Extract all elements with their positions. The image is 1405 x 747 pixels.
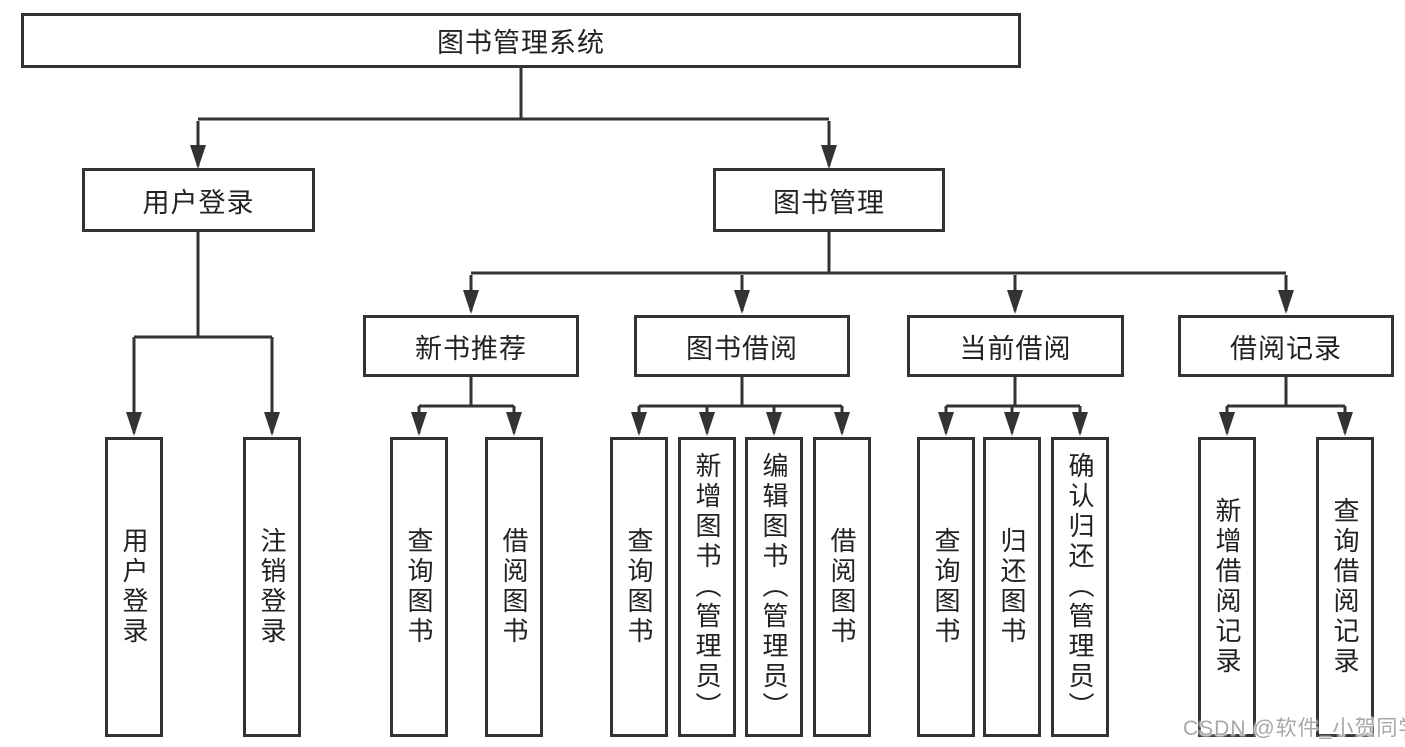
leaf-label: 归还图书 — [997, 527, 1027, 647]
leaf-add-books-admin: 新增图书（管理员） — [678, 437, 736, 737]
watermark: CSDN @软件_小贺同学 — [1183, 717, 1405, 740]
leaf-label: 查询借阅记录 — [1330, 497, 1360, 677]
leaf-query-borrow-record: 查询借阅记录 — [1316, 437, 1374, 737]
leaf-label: 注销登录 — [257, 527, 287, 647]
leaf-user-login: 用户登录 — [105, 437, 163, 737]
leaf-borrow-books-recommend: 借阅图书 — [485, 437, 543, 737]
node-label: 图书管理系统 — [437, 28, 605, 58]
node-label: 图书管理 — [773, 187, 885, 218]
leaf-label: 编辑图书（管理员） — [759, 452, 789, 722]
leaf-label: 用户登录 — [119, 527, 149, 647]
leaf-label: 查询图书 — [404, 527, 434, 647]
node-borrow-records: 借阅记录 — [1178, 315, 1394, 377]
leaf-query-books-current: 查询图书 — [917, 437, 975, 737]
node-label: 借阅记录 — [1230, 333, 1342, 364]
leaf-confirm-return-admin: 确认归还（管理员） — [1051, 437, 1109, 737]
leaf-label: 新增借阅记录 — [1212, 497, 1242, 677]
node-new-book-recommend: 新书推荐 — [363, 315, 579, 377]
node-book-management: 图书管理 — [713, 168, 945, 232]
leaf-borrow-books: 借阅图书 — [813, 437, 871, 737]
node-label: 新书推荐 — [415, 333, 527, 364]
leaf-query-books-recommend: 查询图书 — [390, 437, 448, 737]
leaf-label: 查询图书 — [931, 527, 961, 647]
leaf-add-borrow-record: 新增借阅记录 — [1198, 437, 1256, 737]
node-book-borrow: 图书借阅 — [634, 315, 850, 377]
leaf-label: 确认归还（管理员） — [1065, 452, 1095, 722]
node-label: 用户登录 — [142, 187, 255, 218]
leaf-edit-books-admin: 编辑图书（管理员） — [745, 437, 803, 737]
leaf-label: 新增图书（管理员） — [692, 452, 722, 722]
node-label: 当前借阅 — [959, 333, 1072, 364]
node-current-borrow: 当前借阅 — [907, 315, 1124, 377]
node-label: 图书借阅 — [686, 333, 798, 364]
leaf-query-books-borrow: 查询图书 — [610, 437, 668, 737]
leaf-logout: 注销登录 — [243, 437, 301, 737]
leaf-label: 借阅图书 — [499, 527, 529, 647]
node-user-login: 用户登录 — [82, 168, 315, 232]
leaf-label: 查询图书 — [624, 527, 654, 647]
leaf-label: 借阅图书 — [827, 527, 857, 647]
leaf-return-books: 归还图书 — [983, 437, 1041, 737]
node-library-management-system: 图书管理系统 — [21, 13, 1021, 68]
